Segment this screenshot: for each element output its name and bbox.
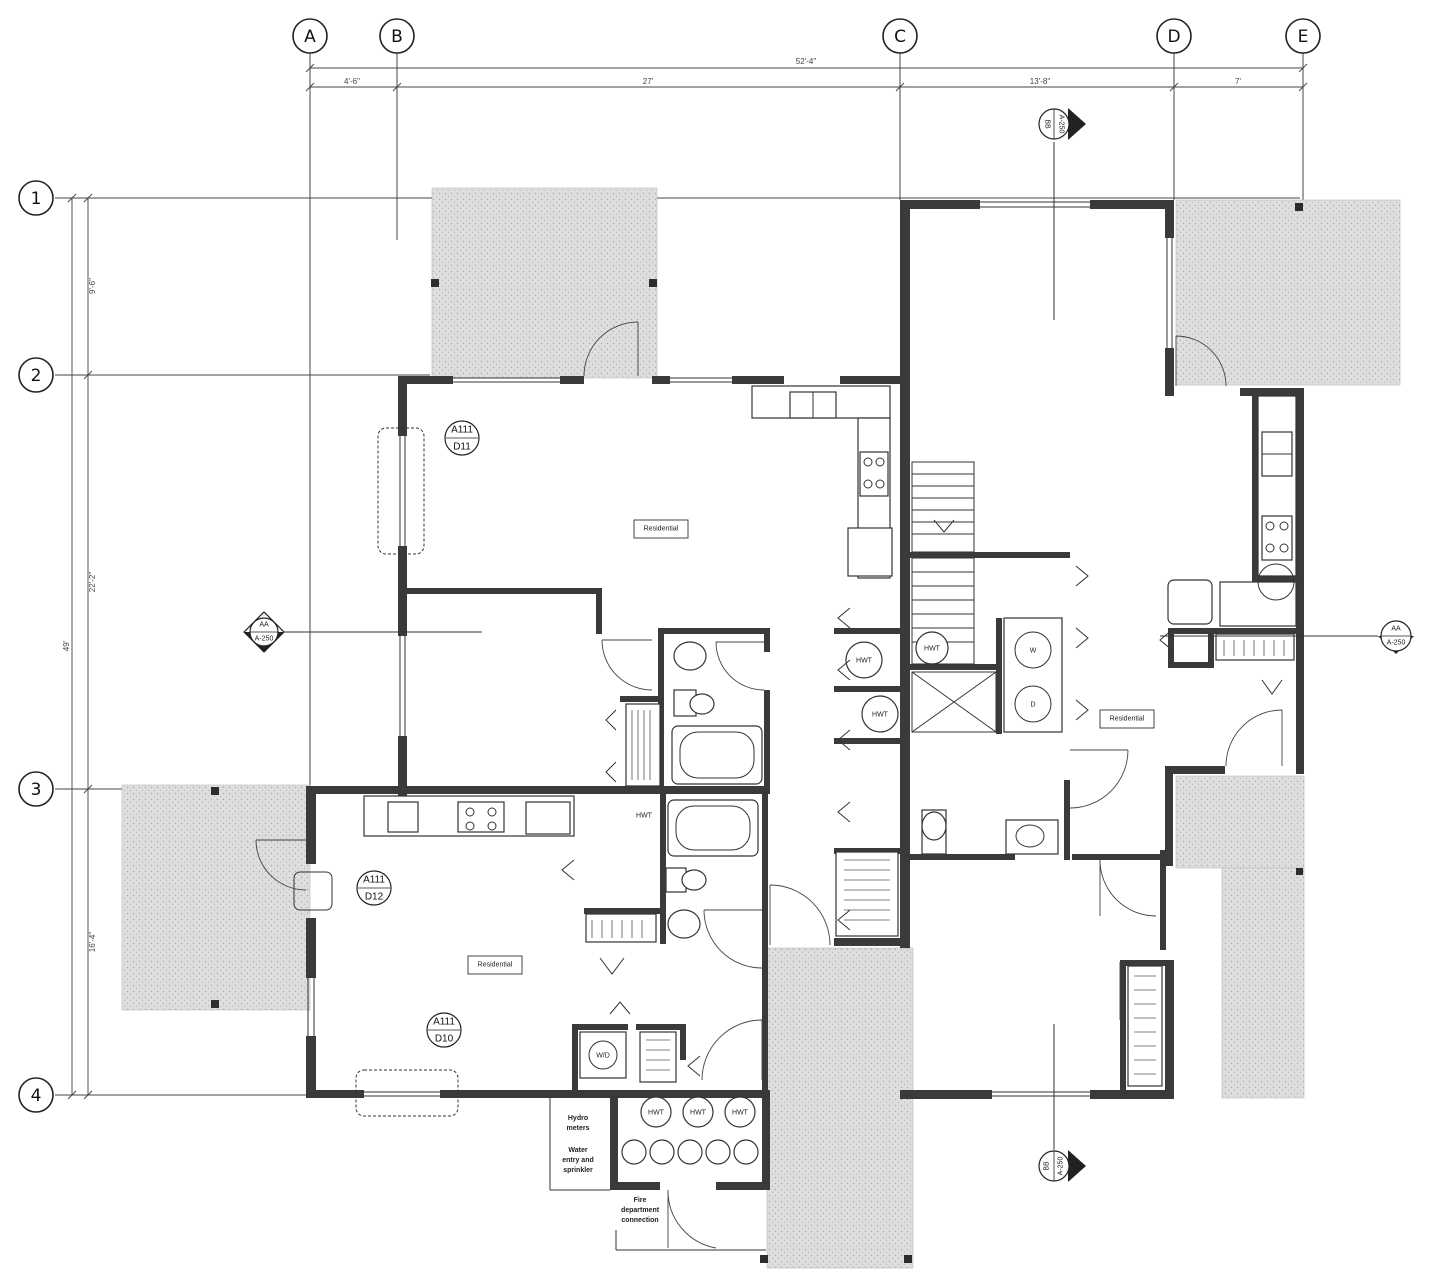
note-water-3: sprinkler — [563, 1167, 593, 1174]
chevrons — [561, 565, 1283, 1077]
svg-text:A-250: A-250 — [1058, 1157, 1065, 1176]
dryer-label: D — [1030, 702, 1035, 709]
porch-east — [1175, 775, 1305, 869]
fixture-labels: HWT HWT HWT HWT HWT HWT HWT W D W/D — [596, 646, 1037, 1117]
walls — [306, 200, 1304, 1190]
svg-text:4: 4 — [31, 1086, 42, 1106]
svg-text:A111: A111 — [363, 875, 385, 886]
detail-tag-d11: A111 D11 — [444, 420, 480, 456]
section-marker-bb-top: BB A-250 — [1038, 108, 1086, 140]
washer-dryer-label: W/D — [596, 1053, 610, 1060]
grid-bubble-D: D — [1156, 18, 1192, 54]
svg-text:D11: D11 — [453, 442, 471, 453]
dimension-left: 49' 9'-6" 22'-2" 16'-4" — [62, 193, 97, 1100]
dim-de: 7' — [1235, 77, 1241, 86]
dim-12: 9'-6" — [88, 278, 97, 294]
svg-text:Residential: Residential — [478, 962, 513, 969]
dimension-top: 52'-4" 4'-6" 27' 13'-8" 7' — [305, 57, 1308, 92]
posts — [211, 203, 1303, 1263]
washer-label: W — [1030, 648, 1037, 655]
svg-text:A111: A111 — [451, 425, 473, 436]
grid-bubble-E: E — [1285, 18, 1321, 54]
dim-ab: 4'-6" — [344, 77, 360, 86]
svg-text:D: D — [1167, 27, 1180, 47]
hwt-label-6: HWT — [690, 1110, 707, 1117]
porch-west — [121, 784, 311, 1011]
note-fire-1: Fire — [634, 1197, 647, 1204]
section-marker-bb-bottom: BB A-250 — [1038, 1150, 1086, 1182]
note-fire-2: department — [621, 1207, 660, 1214]
hwt-label-5: HWT — [648, 1110, 665, 1117]
grid-bubble-C: C — [882, 18, 918, 54]
detail-tag-d12: A111 D12 — [356, 870, 392, 906]
svg-text:BB: BB — [1044, 1161, 1051, 1171]
svg-text:AA: AA — [1391, 626, 1401, 633]
dim-overall-width: 52'-4" — [796, 57, 817, 66]
room-label-residential-3: Residential — [1099, 709, 1155, 729]
room-label-residential-2: Residential — [467, 955, 523, 975]
hwt-label-2: HWT — [872, 712, 889, 719]
svg-text:A: A — [304, 27, 316, 47]
svg-text:A-250: A-250 — [255, 636, 274, 643]
windows — [293, 201, 1173, 1117]
detail-tag-d10: A111 D10 — [426, 1012, 462, 1048]
mechanical-notes: Hydro meters Water entry and sprinkler F… — [549, 1098, 766, 1251]
svg-text:1: 1 — [31, 189, 42, 209]
grid-bubble-3: 3 — [18, 771, 54, 807]
room-label-residential-1: Residential — [633, 519, 689, 539]
hwt-label-7: HWT — [732, 1110, 749, 1117]
section-marker-aa-left: AA A-250 — [243, 611, 285, 653]
grid-bubble-2: 2 — [18, 357, 54, 393]
grid-bubble-1: 1 — [18, 180, 54, 216]
dim-23: 22'-2" — [88, 572, 97, 593]
svg-text:3: 3 — [31, 780, 42, 800]
note-meters-1: Hydro — [568, 1115, 588, 1122]
grid-bubble-B: B — [379, 18, 415, 54]
grid-lines — [55, 52, 1304, 1096]
svg-text:A-250: A-250 — [1058, 115, 1065, 134]
note-water-1: Water — [568, 1147, 587, 1154]
svg-text:Residential: Residential — [1110, 716, 1145, 723]
walkway-south — [766, 947, 914, 1269]
porch-north-right — [1175, 199, 1401, 386]
dim-bc: 27' — [643, 77, 654, 86]
svg-text:2: 2 — [31, 366, 42, 386]
porches — [121, 187, 1401, 1269]
dim-overall-depth: 49' — [62, 640, 71, 651]
svg-text:D10: D10 — [435, 1034, 454, 1045]
section-marker-aa-right: AA A-250 — [1378, 620, 1414, 654]
svg-text:B: B — [391, 27, 403, 47]
porch-east-lower — [1221, 867, 1305, 1099]
dim-34: 16'-4" — [88, 932, 97, 953]
stair — [911, 461, 997, 733]
svg-text:A-250: A-250 — [1387, 640, 1406, 647]
svg-text:Residential: Residential — [644, 526, 679, 533]
fixtures-drawing — [363, 385, 1297, 1165]
note-fire-3: connection — [621, 1217, 658, 1224]
grid-bubble-A: A — [292, 18, 328, 54]
section-lines — [282, 142, 1378, 1150]
svg-text:AA: AA — [259, 622, 269, 629]
svg-text:D12: D12 — [365, 892, 384, 903]
svg-text:C: C — [894, 27, 906, 47]
svg-text:BB: BB — [1044, 119, 1051, 129]
note-water-2: entry and — [562, 1157, 594, 1164]
hwt-label-3: HWT — [924, 646, 941, 653]
svg-text:E: E — [1298, 27, 1309, 47]
dim-cd: 13'-8" — [1030, 77, 1051, 86]
porch-north-left — [431, 187, 658, 379]
hwt-label-4: HWT — [636, 813, 653, 820]
hwt-label-1: HWT — [856, 658, 873, 665]
grid-bubble-4: 4 — [18, 1077, 54, 1113]
note-meters-2: meters — [567, 1125, 590, 1132]
door-swings — [255, 321, 1283, 1249]
svg-text:A111: A111 — [433, 1017, 455, 1028]
